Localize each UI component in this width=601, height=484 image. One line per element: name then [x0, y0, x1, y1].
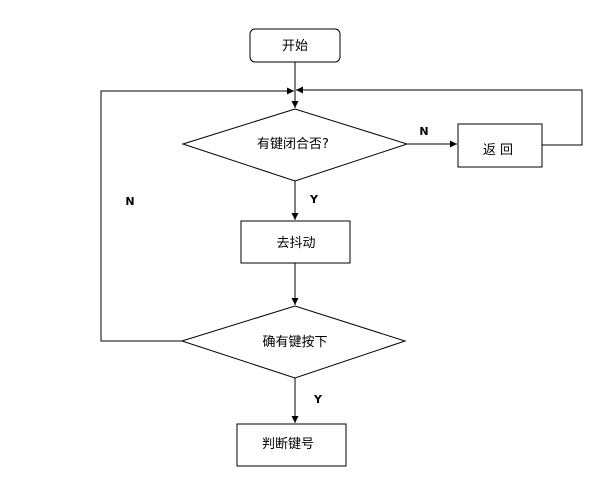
return-label: 返 回 — [483, 143, 513, 158]
identify-key-node — [236, 423, 347, 467]
start-label: 开始 — [282, 39, 308, 54]
key-closed-no-label: N — [419, 125, 428, 138]
key-closed-yes-label: Y — [309, 193, 319, 206]
key-pressed-label: 确有键按下 — [262, 335, 327, 350]
key-pressed-decision — [180, 305, 407, 379]
key-pressed-no-loop-line — [100, 87, 294, 342]
identify-key-label: 判断键号 — [262, 437, 314, 452]
key-pressed-yes-label: Y — [313, 393, 323, 406]
key-closed-label: 有键闭合否? — [257, 137, 329, 152]
return-loop-line — [296, 86, 583, 146]
key-pressed-no-label: N — [125, 195, 134, 208]
debounce-label: 去抖动 — [276, 236, 315, 251]
